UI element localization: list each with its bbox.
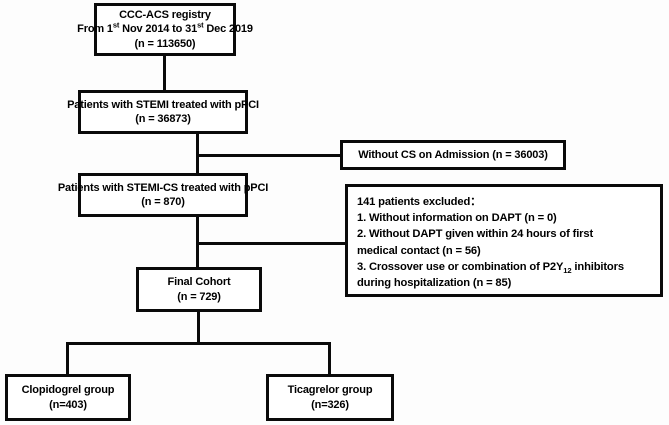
- registry-ordinal-1: st: [112, 20, 120, 30]
- excluded-item-3-post: inhibitors: [571, 260, 624, 273]
- registry-ordinal-2: st: [197, 20, 204, 30]
- connector-split-to-ticagrelor: [328, 342, 331, 376]
- stemi-ppci-count: (n = 36873): [135, 113, 191, 125]
- registry-line-1: CCC-ACS registry: [119, 9, 211, 22]
- clopidogrel-count: (n=403): [49, 398, 87, 411]
- node-without-cs-on-admission: Without CS on Admission (n = 36003): [340, 140, 566, 170]
- excluded-heading: 141 patients excluded：: [357, 196, 482, 208]
- excluded-item-3-cont: during hospitalization (n = 85): [357, 277, 512, 290]
- excluded-item-3-pre: 3. Crossover use or combination of P2Y: [357, 260, 564, 273]
- ticagrelor-label: Ticagrelor group: [287, 384, 373, 397]
- stemi-cs-count: (n = 870): [141, 196, 185, 208]
- connector-branch-to-without-cs: [196, 154, 342, 157]
- connector-stemi-to-stemi-cs: [196, 134, 199, 173]
- connector-registry-to-stemi: [163, 56, 166, 90]
- node-excluded-patients: 141 patients excluded： 1. Without inform…: [345, 184, 663, 297]
- excluded-item-3: 3. Crossover use or combination of P2Y12…: [357, 259, 624, 275]
- registry-date-prefix: From 1: [77, 23, 113, 36]
- stemi-cs-label: Patients with STEMI-CS treated with pPCI: [57, 181, 269, 194]
- clopidogrel-label: Clopidogrel group: [21, 384, 115, 397]
- excluded-item-3-subscript: 12: [563, 266, 572, 276]
- connector-split-to-clopidogrel: [66, 342, 69, 376]
- ticagrelor-count: (n=326): [311, 398, 349, 411]
- node-ticagrelor-group: Ticagrelor group (n=326): [266, 374, 394, 421]
- registry-date-suffix: Dec 2019: [203, 23, 253, 36]
- excluded-item-2-cont: medical contact (n = 56): [357, 244, 481, 257]
- node-registry: CCC-ACS registry From 1st Nov 2014 to 31…: [77, 3, 253, 56]
- excluded-item-1: 1. Without information on DAPT (n = 0): [357, 212, 557, 225]
- registry-count: (n = 113650): [134, 37, 196, 50]
- final-cohort-label: Final Cohort: [167, 276, 231, 289]
- stemi-ppci-label: Patients with STEMI treated with pPCI: [67, 98, 259, 111]
- node-stemi-cs-ppci: Patients with STEMI-CS treated with pPCI…: [58, 173, 268, 217]
- registry-date-mid: Nov 2014 to 31: [119, 23, 198, 36]
- without-cs-label: Without CS on Admission (n = 36003): [358, 148, 548, 161]
- connector-branch-to-excluded: [196, 242, 346, 245]
- registry-line-2: From 1st Nov 2014 to 31st Dec 2019: [77, 22, 253, 36]
- connector-final-cohort-down: [197, 312, 200, 344]
- excluded-item-2: 2. Without DAPT given within 24 hours of…: [357, 228, 594, 241]
- connector-group-split-horizontal: [66, 342, 331, 345]
- final-cohort-count: (n = 729): [177, 290, 221, 303]
- node-clopidogrel-group: Clopidogrel group (n=403): [5, 374, 131, 421]
- node-final-cohort: Final Cohort (n = 729): [136, 267, 262, 312]
- node-stemi-ppci: Patients with STEMI treated with pPCI (n…: [67, 90, 259, 134]
